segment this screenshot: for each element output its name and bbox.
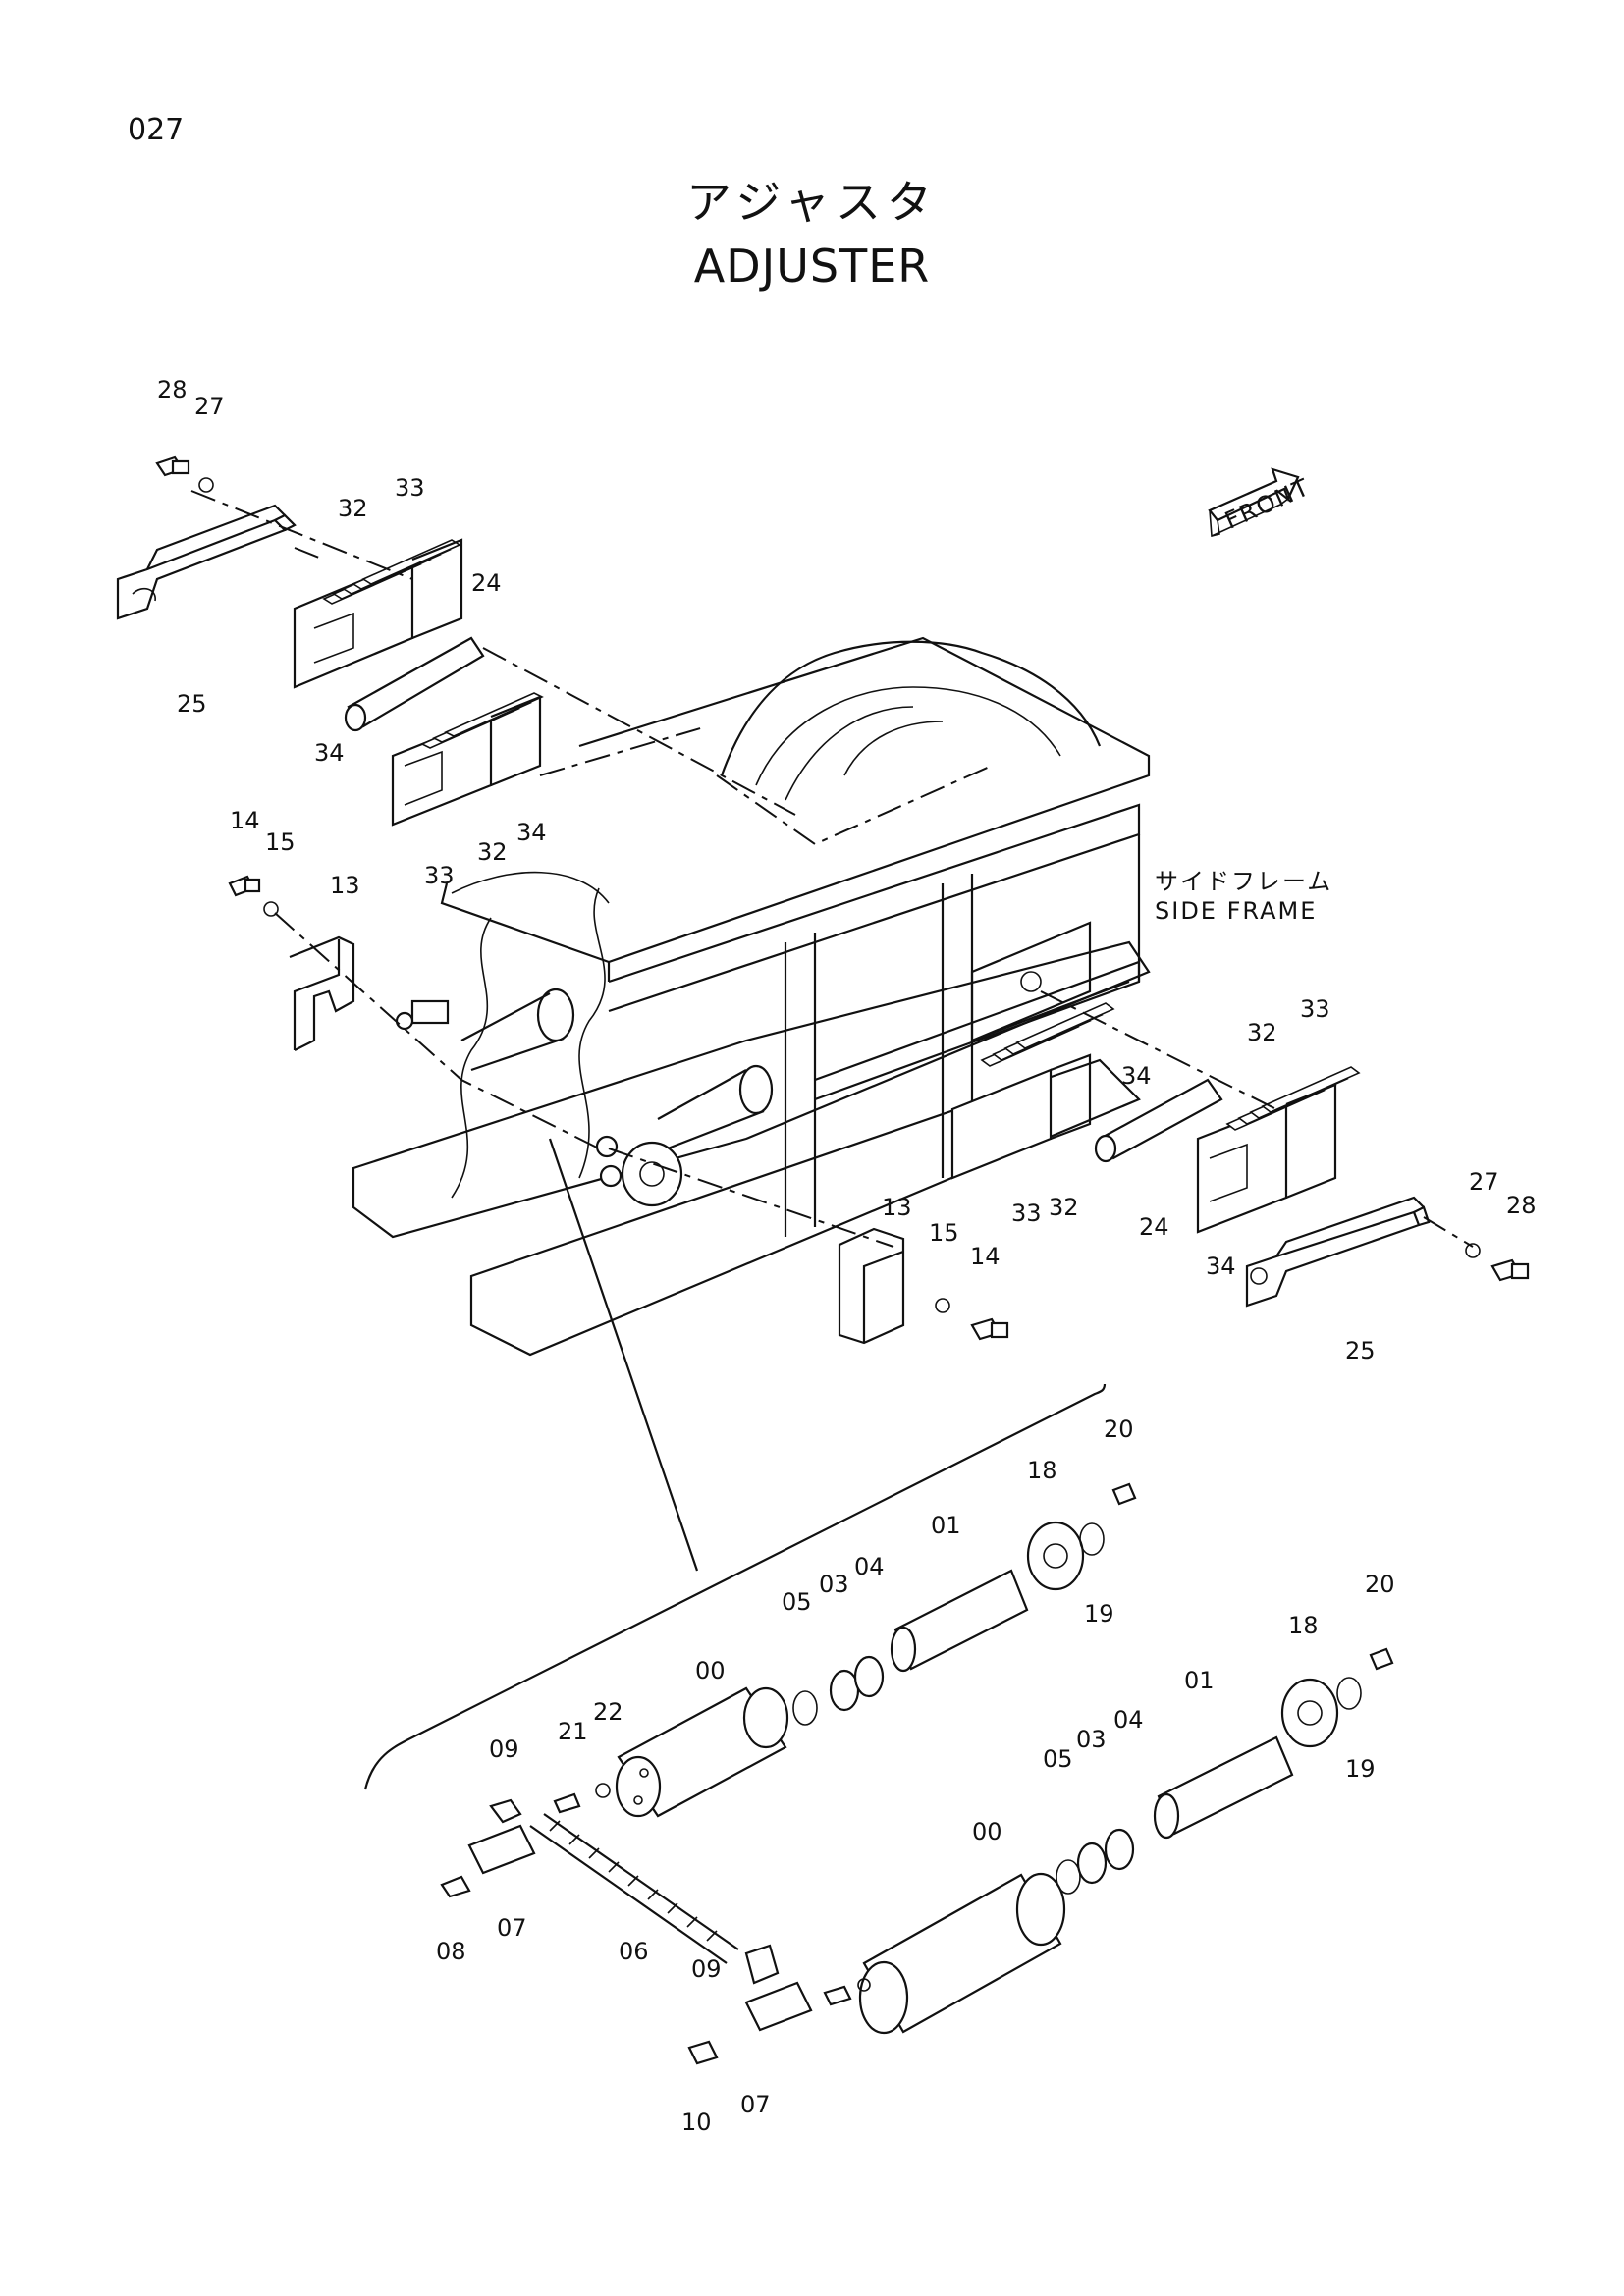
- front-label: FRONT: [1220, 473, 1314, 535]
- page-number: 027: [128, 113, 185, 147]
- callout-33: 33: [1300, 995, 1330, 1023]
- callout-03: 03: [1076, 1726, 1107, 1753]
- shim-pack-right: [1196, 1066, 1361, 1234]
- callout-15: 15: [265, 828, 296, 856]
- right-shim-assembly: [950, 990, 1530, 1308]
- callout-05: 05: [1043, 1745, 1073, 1773]
- callout-32: 32: [477, 838, 508, 866]
- fittings-and-hose: [440, 1783, 871, 2065]
- callouts-inset-upper: 20 18 01 04 03 05 19 00: [695, 1415, 1134, 1684]
- callout-19: 19: [1084, 1600, 1114, 1628]
- callouts-mid-left: 14 15 13: [230, 807, 360, 899]
- front-arrow-icon: FRONT: [1208, 467, 1315, 538]
- inset-detail: [363, 1383, 1394, 2065]
- callout-20: 20: [1104, 1415, 1134, 1443]
- callout-18: 18: [1288, 1612, 1319, 1639]
- callout-18: 18: [1027, 1457, 1057, 1484]
- side-frame-body: [352, 636, 1151, 1357]
- callout-27: 27: [1469, 1168, 1499, 1196]
- callout-14: 14: [230, 807, 260, 834]
- shim-pack-lower-left: [391, 692, 544, 827]
- callout-13: 13: [330, 872, 360, 899]
- callout-22: 22: [593, 1698, 623, 1726]
- callout-08: 08: [436, 1938, 466, 1965]
- callout-06: 06: [619, 1938, 649, 1965]
- upper-cylinder-row: [615, 1482, 1137, 1818]
- callout-07: 07: [740, 2091, 771, 2118]
- callout-13: 13: [882, 1194, 912, 1221]
- callout-10: 10: [681, 2109, 712, 2136]
- callouts-mid-right: 33 32 34 32 33 24 27 28 34 25: [1011, 995, 1537, 1364]
- callout-14: 14: [970, 1243, 1001, 1270]
- callout-01: 01: [931, 1512, 961, 1539]
- callout-33: 33: [1011, 1200, 1042, 1227]
- callout-32: 32: [1049, 1194, 1079, 1221]
- title-english: ADJUSTER: [693, 240, 931, 293]
- callout-33: 33: [424, 862, 455, 889]
- callout-28: 28: [157, 376, 188, 403]
- callout-04: 04: [1113, 1706, 1144, 1734]
- callout-34: 34: [314, 739, 345, 767]
- callout-24: 24: [1139, 1213, 1169, 1241]
- side-frame-jp: サイドフレーム: [1155, 868, 1332, 895]
- callout-09: 09: [691, 1955, 722, 1983]
- callout-28: 28: [1506, 1192, 1537, 1219]
- callouts-mid-center: 13 15 14: [882, 1194, 1001, 1270]
- mid-left-bracket-assembly: [228, 875, 894, 1248]
- callout-25: 25: [177, 690, 207, 718]
- lower-cylinder-row: [858, 1647, 1394, 2035]
- callout-21: 21: [558, 1718, 588, 1745]
- top-left-shim-assembly: [116, 455, 796, 827]
- callout-20: 20: [1365, 1571, 1395, 1598]
- callout-34: 34: [1121, 1062, 1152, 1090]
- callout-09: 09: [489, 1735, 519, 1763]
- side-frame-en: SIDE FRAME: [1155, 897, 1317, 925]
- callout-00: 00: [695, 1657, 726, 1684]
- callout-05: 05: [782, 1588, 812, 1616]
- callout-27: 27: [194, 393, 225, 420]
- callout-25: 25: [1345, 1337, 1376, 1364]
- callout-32: 32: [338, 495, 368, 522]
- callout-34: 34: [1206, 1253, 1236, 1280]
- diagram-title: アジャスタ ADJUSTER: [0, 167, 1624, 293]
- callout-24: 24: [471, 569, 502, 597]
- callout-19: 19: [1345, 1755, 1376, 1783]
- callouts-inset-lower: 20 18 01 04 03 05 19 00 22 21 09 07 08 0…: [436, 1571, 1395, 2136]
- side-frame-label: サイドフレーム SIDE FRAME: [1155, 868, 1332, 925]
- callout-01: 01: [1184, 1667, 1215, 1694]
- callout-32: 32: [1247, 1019, 1277, 1046]
- title-japanese: アジャスタ: [686, 176, 938, 229]
- callout-03: 03: [819, 1571, 849, 1598]
- callout-04: 04: [854, 1553, 885, 1580]
- callout-15: 15: [929, 1219, 959, 1247]
- callout-07: 07: [497, 1914, 527, 1942]
- shim-pack-upper-left: [293, 538, 463, 689]
- callouts-top-left: 28 27 32 33 24 25 34 33 32 34: [157, 376, 547, 889]
- callout-33: 33: [395, 474, 425, 502]
- callout-34: 34: [516, 819, 547, 846]
- shim-pack-mid-right: [950, 1002, 1115, 1180]
- callout-00: 00: [972, 1818, 1002, 1845]
- mid-center-bracket-assembly: [838, 1227, 1009, 1345]
